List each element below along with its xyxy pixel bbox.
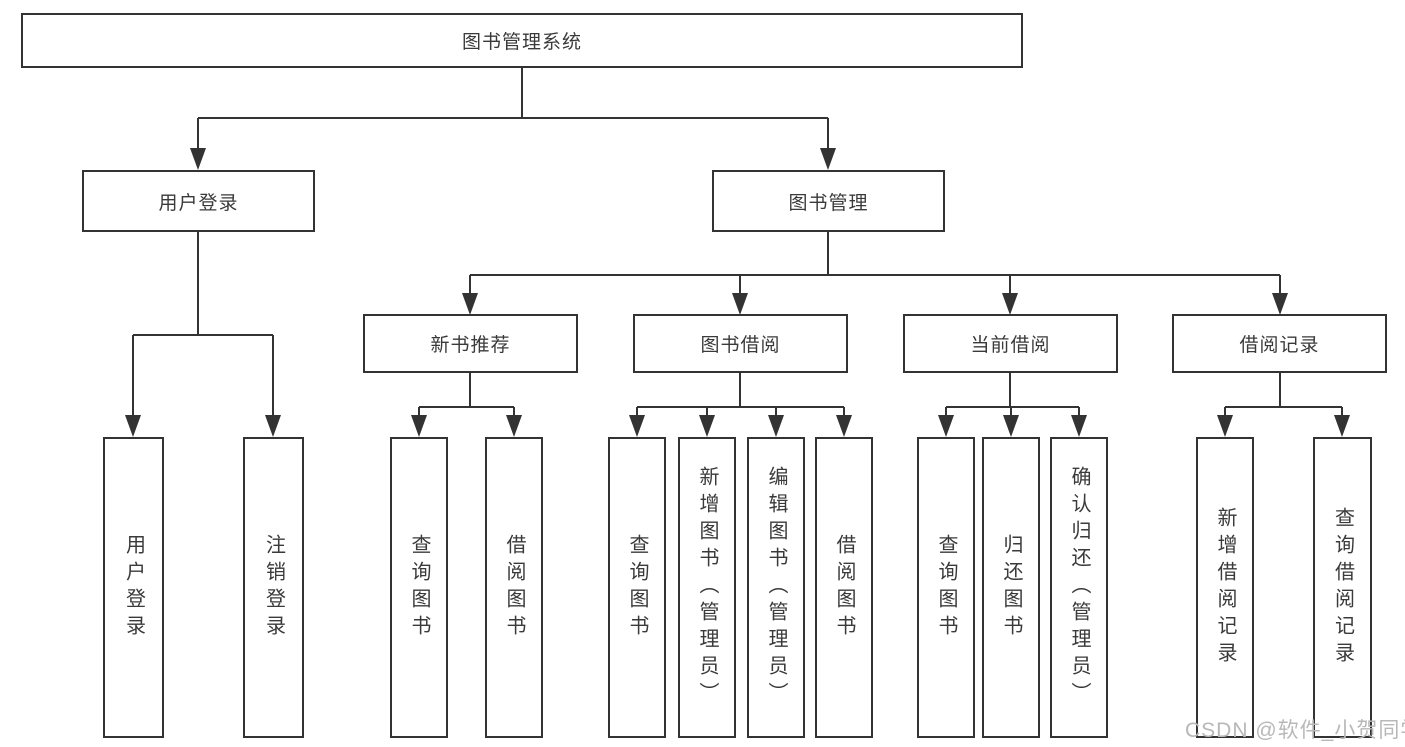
leaf-label: 确认归还（管理员） xyxy=(1068,466,1090,709)
leaf-return-books: 归还图书 xyxy=(982,437,1040,738)
leaf-label: 新增图书（管理员） xyxy=(696,466,718,709)
leaf-borrow-books-recommend: 借阅图书 xyxy=(485,437,543,738)
node-new-book-recommend: 新书推荐 xyxy=(363,314,578,373)
csdn-watermark: CSDN @软件_小贺同学 xyxy=(1185,719,1405,742)
node-user-login: 用户登录 xyxy=(82,170,315,232)
leaf-label: 用户登录 xyxy=(122,533,145,642)
leaf-label: 编辑图书（管理员） xyxy=(765,466,787,709)
leaf-borrow-books: 借阅图书 xyxy=(815,437,873,738)
leaf-add-books-admin: 新增图书（管理员） xyxy=(678,437,736,738)
leaf-label: 查询图书 xyxy=(626,533,648,642)
leaf-label: 借阅图书 xyxy=(503,533,525,642)
node-current-borrowing: 当前借阅 xyxy=(903,314,1118,373)
leaf-logout: 注销登录 xyxy=(243,437,304,738)
leaf-label: 查询图书 xyxy=(408,533,430,642)
node-borrow-records: 借阅记录 xyxy=(1172,314,1387,373)
leaf-label: 注销登录 xyxy=(262,533,285,642)
leaf-label: 归还图书 xyxy=(1000,533,1022,642)
leaf-query-books-borrowing: 查询图书 xyxy=(608,437,666,738)
leaf-label: 借阅图书 xyxy=(833,533,855,642)
leaf-user-login: 用户登录 xyxy=(103,437,164,738)
leaf-query-books-recommend: 查询图书 xyxy=(390,437,448,738)
leaf-query-books-current: 查询图书 xyxy=(917,437,975,738)
node-book-management: 图书管理 xyxy=(712,170,945,232)
leaf-add-borrow-record: 新增借阅记录 xyxy=(1196,437,1254,738)
leaf-query-borrow-record: 查询借阅记录 xyxy=(1313,437,1372,738)
leaf-label: 查询借阅记录 xyxy=(1331,506,1354,669)
leaf-label: 新增借阅记录 xyxy=(1214,506,1236,669)
leaf-confirm-return-admin: 确认归还（管理员） xyxy=(1050,437,1108,738)
node-book-borrowing: 图书借阅 xyxy=(633,314,848,373)
node-library-management-system: 图书管理系统 xyxy=(21,13,1023,68)
leaf-label: 查询图书 xyxy=(935,533,957,642)
leaf-edit-books-admin: 编辑图书（管理员） xyxy=(747,437,805,738)
